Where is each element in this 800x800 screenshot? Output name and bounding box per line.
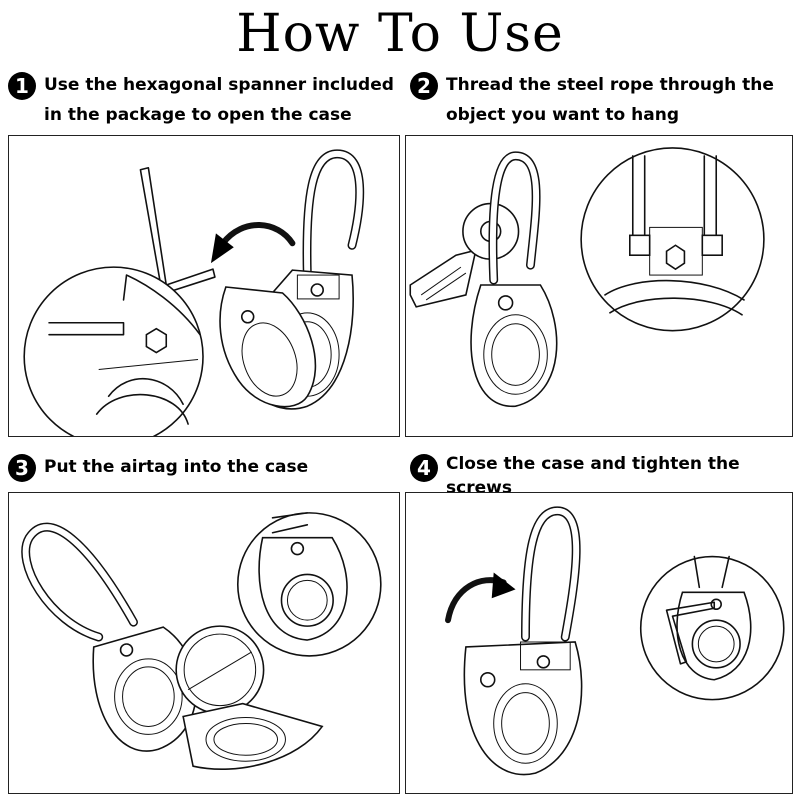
step-4-drawing	[445, 506, 785, 776]
step-3-number-badge: 3	[8, 454, 36, 482]
step-1-instruction: Use the hexagonal spanner included in th…	[44, 75, 394, 125]
step-4-number-badge: 4	[410, 454, 438, 482]
step-1-drawing	[23, 149, 365, 436]
step-4-instruction: Close the case and tighten the screws	[446, 454, 740, 498]
step-3-instruction: Put the airtag into the case	[44, 457, 309, 477]
step-2-header: 2 Thread the steel rope through the obje…	[410, 70, 800, 130]
hex-screw-icon	[665, 244, 686, 271]
airtag-case-icon	[470, 284, 558, 408]
step-1-illustration	[8, 135, 400, 437]
hex-key-icon	[665, 601, 716, 665]
step-2-drawing	[409, 147, 765, 408]
case-closed-icon	[463, 641, 583, 776]
step-3-drawing	[21, 512, 382, 770]
rotate-arrow-icon	[219, 222, 296, 247]
step-3-illustration	[8, 492, 400, 794]
step-1-number-badge: 1	[8, 72, 36, 100]
zoom-detail-circle	[580, 147, 765, 332]
step-2-number-badge: 2	[410, 72, 438, 100]
step-2-instruction: Thread the steel rope through the object…	[446, 75, 774, 125]
key-icon	[409, 249, 477, 308]
step-4-illustration	[405, 492, 793, 794]
step-3-header: 3 Put the airtag into the case	[8, 452, 403, 482]
page-title: How To Use	[236, 4, 564, 64]
step-4-header: 4 Close the case and tighten the screws	[410, 452, 800, 500]
airtag-icon	[175, 625, 265, 715]
hex-screw-icon	[145, 327, 168, 354]
step-2-illustration	[405, 135, 793, 437]
step-1-header: 1 Use the hexagonal spanner included in …	[8, 70, 403, 130]
case-lid-icon	[182, 702, 324, 770]
zoom-detail-circle	[23, 266, 204, 436]
